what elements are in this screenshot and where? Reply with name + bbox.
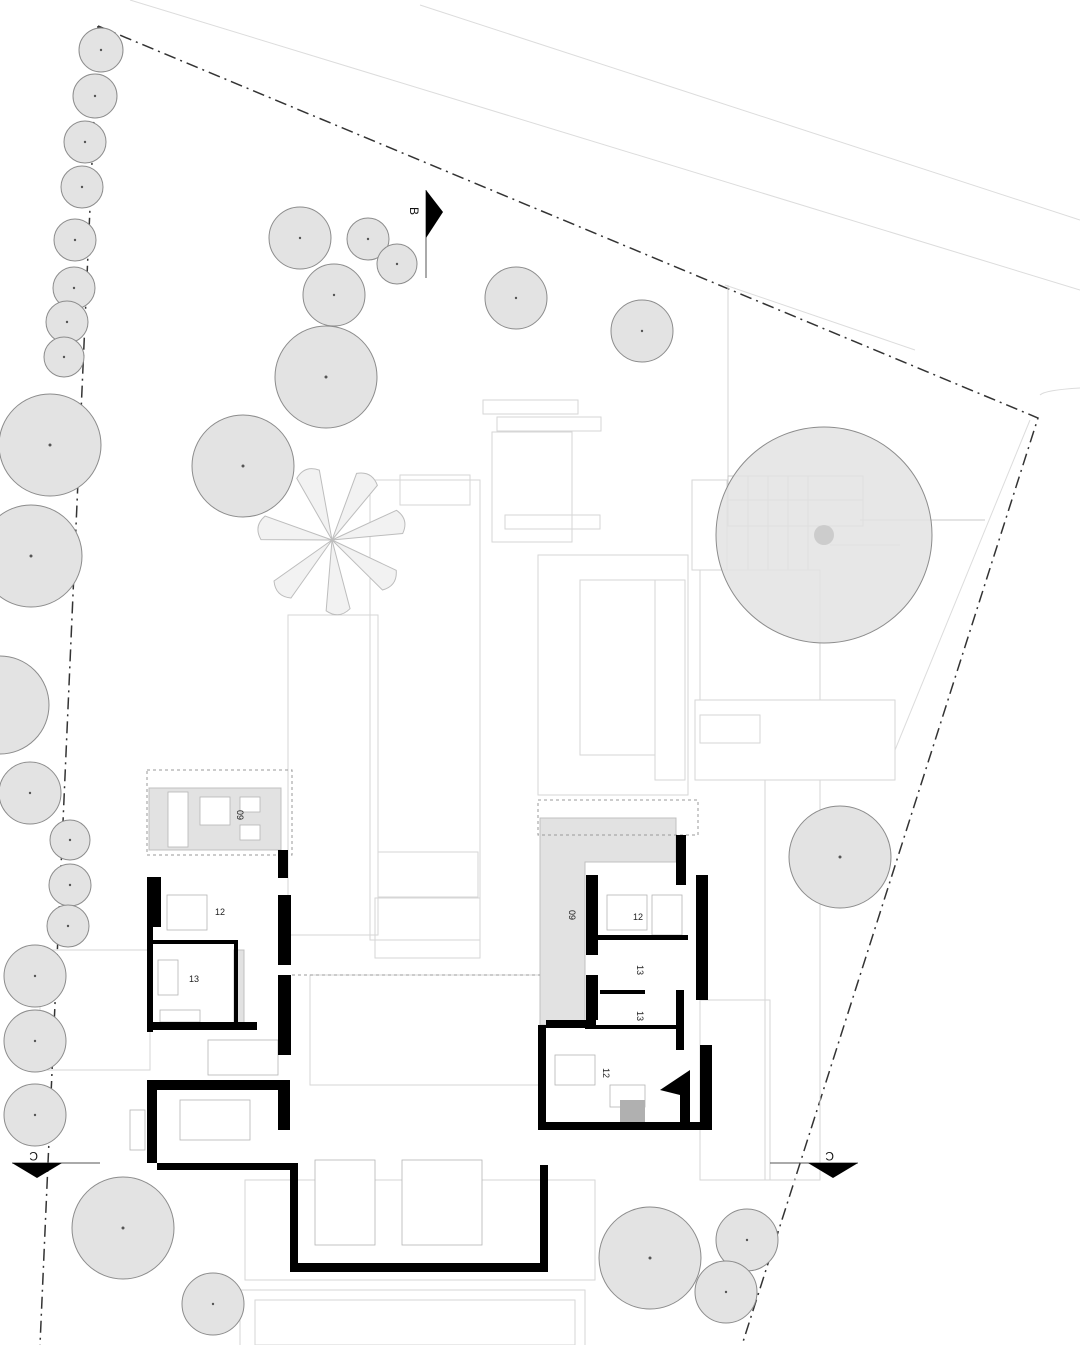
room-label-east-bedroom-lower: 12: [601, 1068, 611, 1078]
room-label-east-bath-a: 13: [635, 965, 645, 975]
room-label-east-bedroom-upper: 12: [633, 912, 643, 922]
section-label-c-right: C: [825, 1149, 834, 1163]
palm-tree-icon: [257, 468, 406, 616]
room-label-west-bath: 13: [189, 974, 199, 984]
section-marker-c-left: C: [12, 1149, 100, 1178]
property-boundary: [39, 25, 1039, 1345]
section-label-c-left: C: [29, 1149, 38, 1163]
room-label-west-bedroom: 12: [215, 907, 225, 917]
building-walls: [147, 835, 712, 1272]
section-marker-icon: [426, 190, 443, 238]
overhang-outlines: [146, 769, 699, 976]
section-marker-icon: [12, 1163, 62, 1178]
street-lines: [129, 0, 1080, 751]
section-label-b: B: [407, 207, 421, 215]
tree-centers: [28, 48, 842, 1306]
room-label-east-terrace: 09: [567, 910, 577, 920]
section-marker-b: B: [407, 190, 443, 278]
room-label-east-bath-b: 13: [635, 1011, 645, 1021]
tree-icon: [0, 655, 50, 755]
section-marker-icon: [808, 1163, 858, 1178]
furniture: [129, 791, 683, 1246]
room-label-west-terrace: 09: [235, 810, 245, 820]
room-labels: 09 12 13 09 12 13 13 12: [189, 810, 645, 1078]
section-marker-c-right: C: [770, 1149, 858, 1178]
tree-icon: [0, 504, 83, 608]
